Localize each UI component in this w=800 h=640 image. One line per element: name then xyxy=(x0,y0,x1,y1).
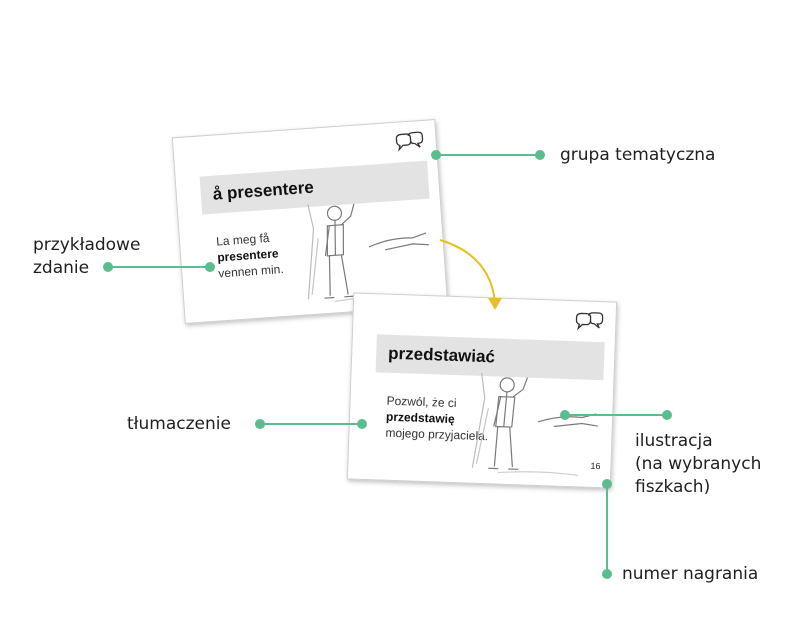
label-recording-number: numer nagrania xyxy=(622,564,759,584)
curved-arrow-head xyxy=(488,298,502,310)
callout-dot xyxy=(357,419,367,429)
speech-bubbles-icon xyxy=(575,312,604,331)
callout-dot xyxy=(560,410,570,420)
callout-dot xyxy=(255,419,265,429)
callout-dot xyxy=(205,262,215,272)
label-example-sentence: przykładowe zdanie xyxy=(33,235,141,278)
callout-dot xyxy=(431,150,441,160)
label-theme-group: grupa tematyczna xyxy=(560,145,716,165)
callout-dot xyxy=(662,410,672,420)
label-illustration: ilustracja (na wybranych fiszkach) xyxy=(635,431,762,497)
flashcard-front: å presentere La meg få presentere vennen… xyxy=(171,119,449,324)
label-translation: tłumaczenie xyxy=(127,414,231,434)
speech-bubbles-icon xyxy=(395,131,424,152)
callout-dot xyxy=(103,262,113,272)
illustration-person-icon xyxy=(307,203,429,303)
callout-dot xyxy=(602,569,612,579)
callout-dots xyxy=(103,150,672,579)
callout-dot xyxy=(602,479,612,489)
callout-lines xyxy=(108,154,667,574)
callout-dot xyxy=(535,150,545,160)
curved-arrow-icon xyxy=(439,239,496,303)
